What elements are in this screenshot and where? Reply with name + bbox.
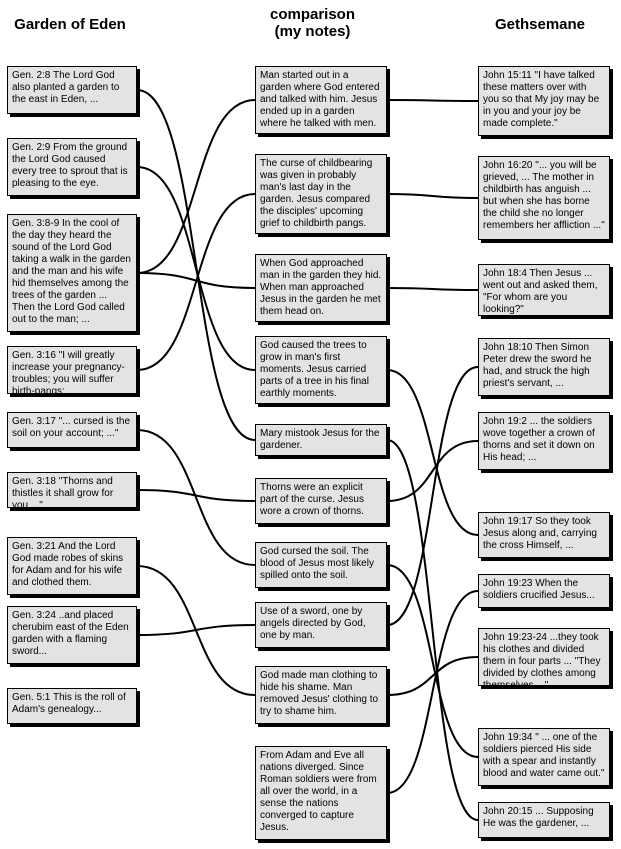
node-john-18-10: John 18:10 Then Simon Peter drew the swo… (478, 338, 610, 396)
node-comparison-gardener: Mary mistook Jesus for the gardener. (255, 424, 387, 456)
node-comparison-trees: God caused the trees to grow in man's fi… (255, 336, 387, 404)
connector-L6-M6 (136, 489, 256, 502)
node-gen-3-8-9: Gen. 3:8-9 In the cool of the day they h… (7, 214, 137, 332)
connector-L1-M5 (136, 89, 256, 441)
node-gen-3-21: Gen. 3:21 And the Lord God made robes of… (7, 537, 137, 595)
connector-L5-M7 (136, 429, 256, 566)
node-comparison-nations: From Adam and Eve all nations diverged. … (255, 746, 387, 840)
node-john-19-34: John 19:34 " ... one of the soldiers pie… (478, 728, 610, 786)
node-john-19-23: John 19:23 When the soldiers crucified J… (478, 574, 610, 608)
connector-M9-R8 (386, 656, 479, 696)
connector-M2-R2 (386, 193, 479, 199)
connector-L3-M1 (136, 99, 256, 274)
heading-gethsemane: Gethsemane (494, 16, 586, 33)
node-john-19-2: John 19:2 ... the soldiers wove together… (478, 412, 610, 470)
heading-garden-of-eden: Garden of Eden (14, 16, 126, 33)
node-gen-2-8: Gen. 2:8 The Lord God also planted a gar… (7, 66, 137, 114)
connector-L4-M2 (136, 193, 256, 371)
connector-M8-R4 (386, 366, 479, 626)
connector-M5-R10 (386, 439, 479, 821)
node-gen-5-1: Gen. 5:1 This is the roll of Adam's gene… (7, 688, 137, 724)
heading-comparison: comparison (my notes) (269, 6, 356, 40)
node-john-20-15: John 20:15 ... Supposing He was the gard… (478, 802, 610, 838)
connector-L7-M9 (136, 565, 256, 696)
node-gen-3-24: Gen. 3:24 ..and placed cherubim east of … (7, 606, 137, 664)
node-john-19-23-24: John 19:23-24 ...they took his clothes a… (478, 628, 610, 686)
node-gen-3-16: Gen. 3:16 "I will greatly increase your … (7, 346, 137, 394)
connector-L2-M4 (136, 166, 256, 371)
node-comparison-soil: God cursed the soil. The blood of Jesus … (255, 542, 387, 588)
node-john-19-17: John 19:17 So they took Jesus along and,… (478, 512, 610, 558)
connector-M3-R3 (386, 287, 479, 291)
node-gen-2-9: Gen. 2:9 From the ground the Lord God ca… (7, 138, 137, 196)
connector-L8-M8 (136, 624, 256, 636)
node-john-16-20: John 16:20 "... you will be grieved, ...… (478, 156, 610, 240)
connector-M10-R7 (386, 590, 479, 794)
connector-L3-M3 (136, 272, 256, 289)
connector-M7-R9 (386, 564, 479, 758)
node-gen-3-18: Gen. 3:18 "Thorns and thistles it shall … (7, 472, 137, 508)
node-john-18-4: John 18:4 Then Jesus ... went out and as… (478, 264, 610, 316)
connector-M4-R6 (386, 369, 479, 536)
node-comparison-garden-talk: Man started out in a garden where God en… (255, 66, 387, 134)
node-comparison-sword: Use of a sword, one by angels directed b… (255, 602, 387, 648)
node-gen-3-17: Gen. 3:17 "... cursed is the soil on you… (7, 412, 137, 448)
connector-M1-R1 (386, 99, 479, 102)
node-comparison-approach: When God approached man in the garden th… (255, 254, 387, 322)
node-comparison-childbearing: The curse of childbearing was given in p… (255, 154, 387, 234)
connector-M6-R5 (386, 440, 479, 502)
node-comparison-clothing: God made man clothing to hide his shame.… (255, 666, 387, 724)
node-john-15-11: John 15:11 "I have talked these matters … (478, 66, 610, 136)
node-comparison-thorns: Thorns were an explicit part of the curs… (255, 478, 387, 524)
